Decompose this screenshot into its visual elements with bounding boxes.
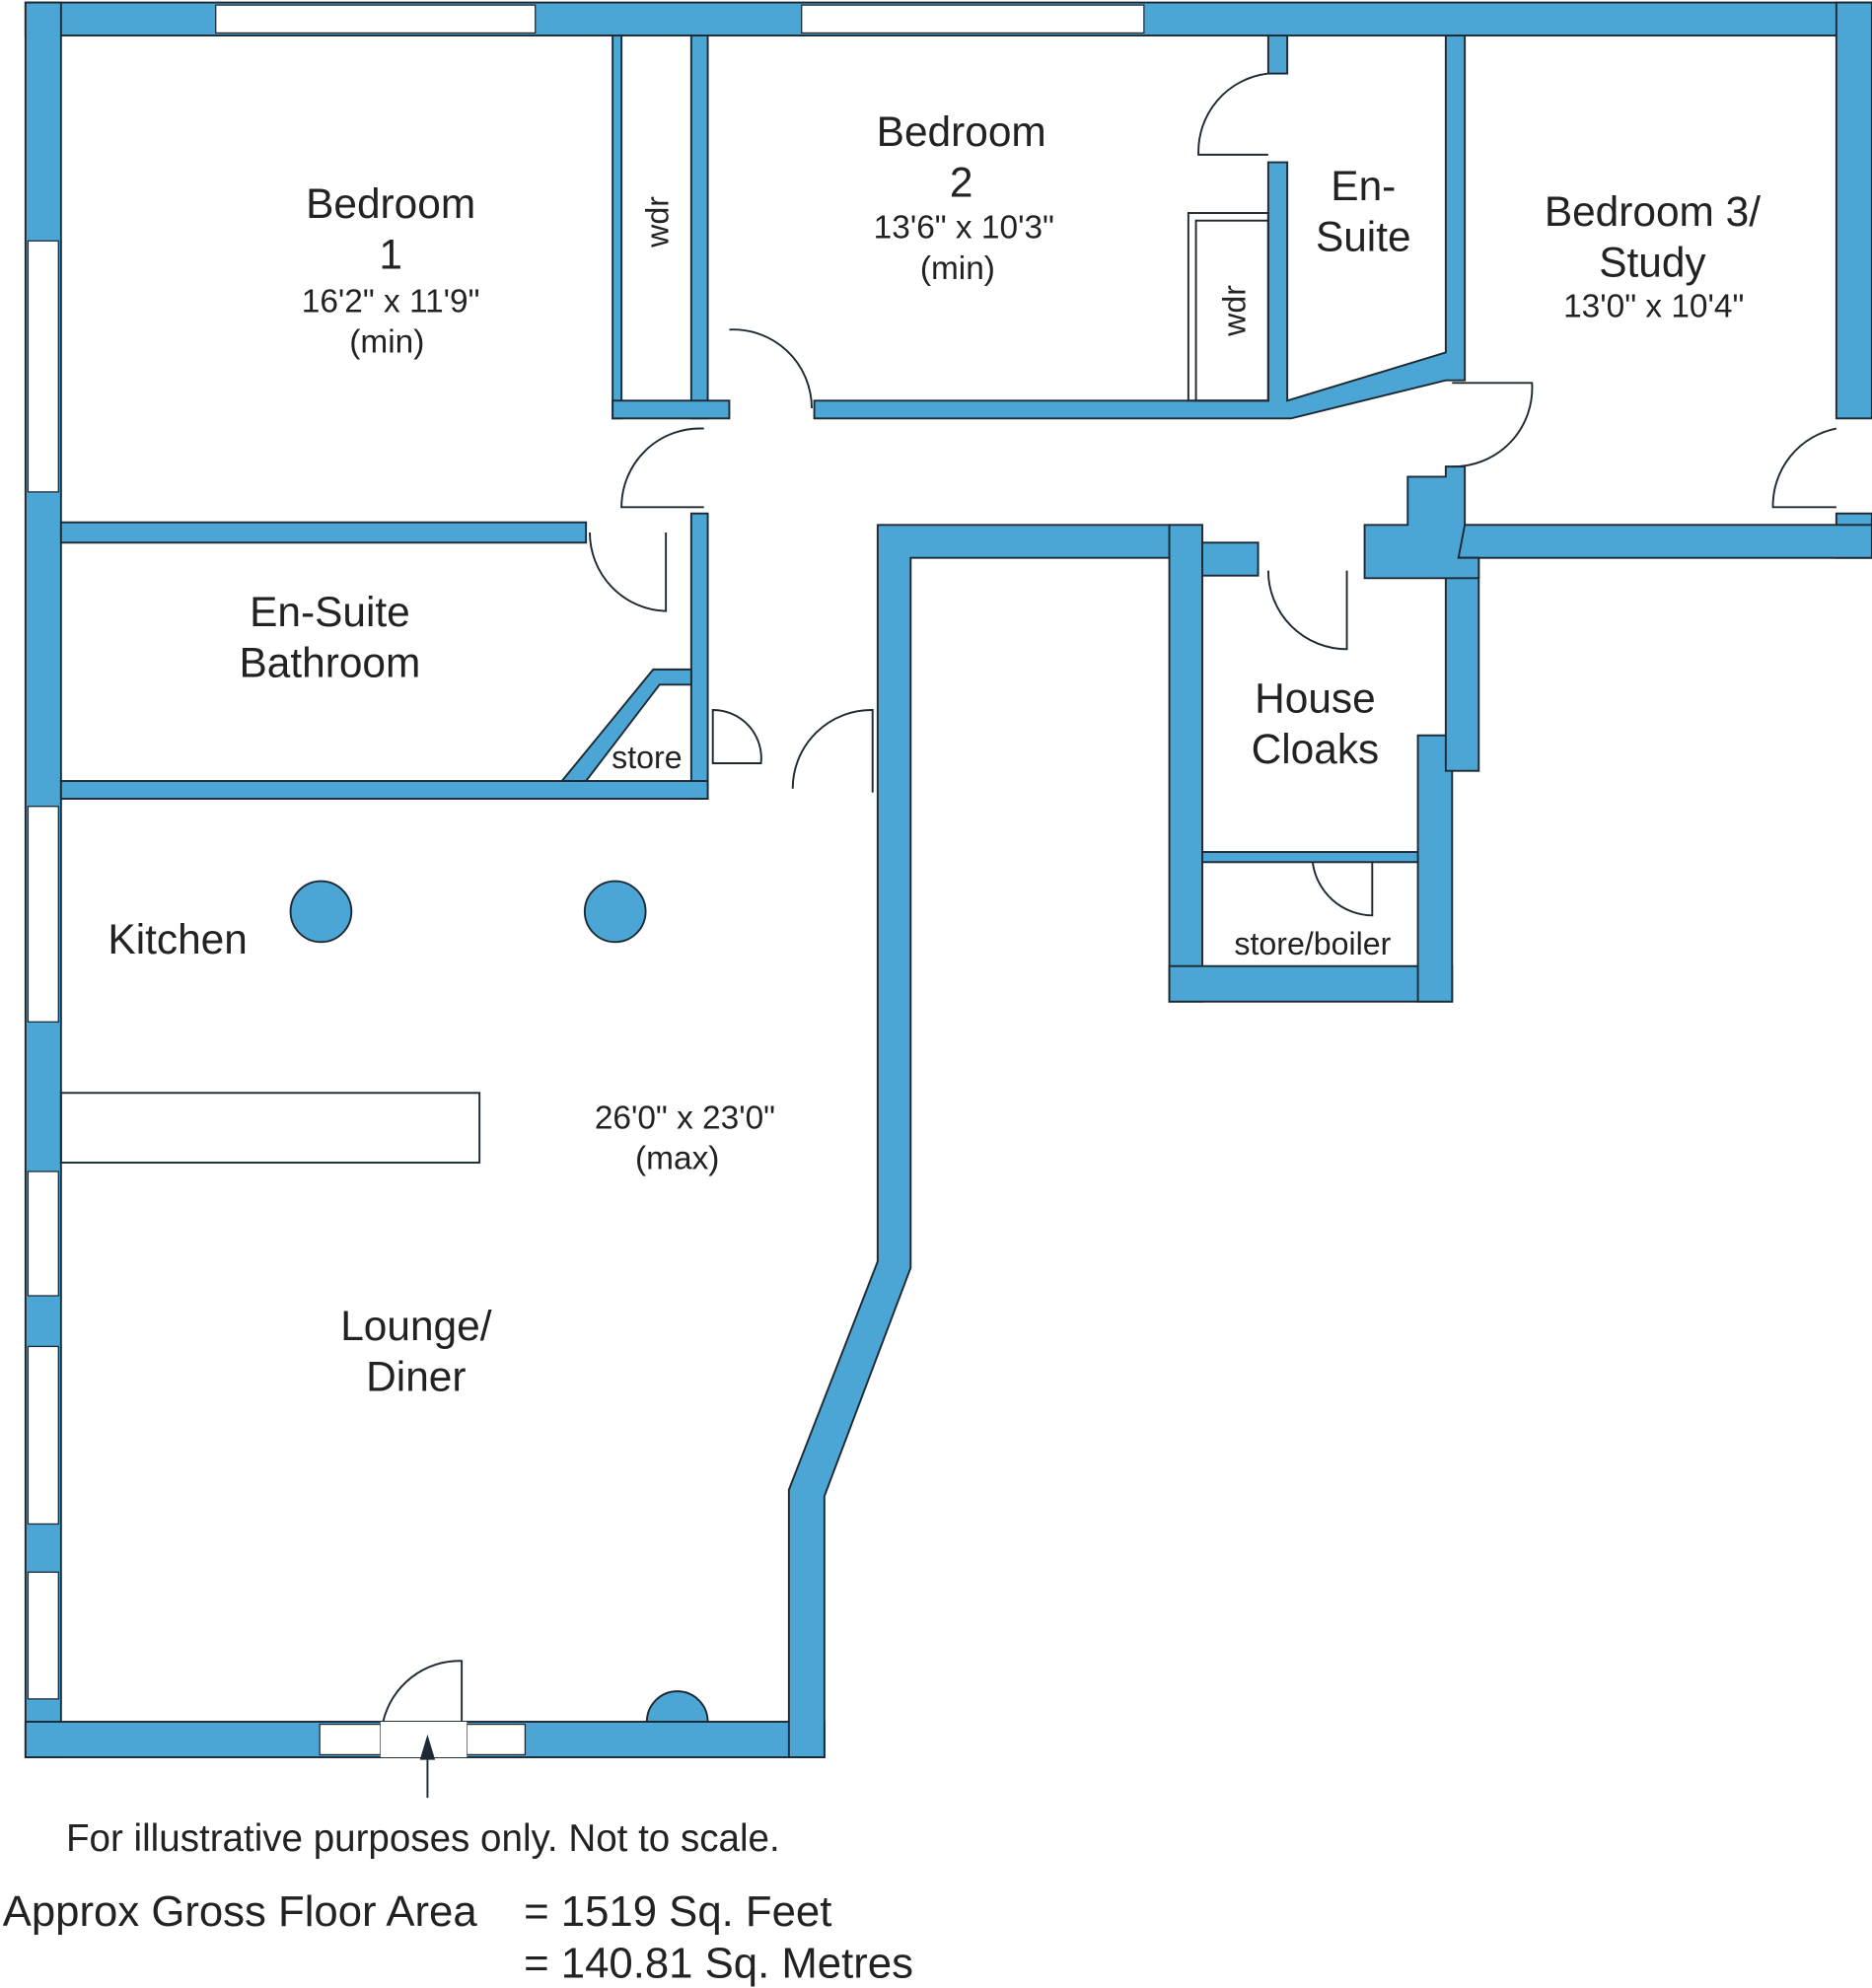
room-name: 2	[950, 159, 973, 205]
room-size: 13'0" x 10'4"	[1563, 288, 1744, 324]
area-sqm: = 140.81 Sq. Metres	[524, 1940, 913, 1988]
room-name: Study	[1599, 239, 1706, 285]
room-name: Bedroom	[306, 180, 475, 227]
area-sqft: = 1519 Sq. Feet	[524, 1887, 831, 1936]
wardrobe-label: wdr	[1217, 285, 1253, 337]
area-label: Approx Gross Floor Area	[3, 1887, 478, 1936]
room-name: En-	[1331, 163, 1396, 209]
disclaimer: For illustrative purposes only. Not to s…	[66, 1817, 780, 1860]
room-name: Suite	[1316, 214, 1411, 260]
store-label: store	[612, 740, 682, 775]
kitchen-counter	[59, 1092, 481, 1164]
wardrobe-label: wdr	[640, 196, 676, 248]
room-bedroom2: Bedroom 2 13'6" x 10'3" (min)	[874, 108, 1054, 287]
room-house-cloaks: House Cloaks	[1252, 675, 1380, 772]
doors	[382, 72, 1837, 1799]
room-name: Diner	[366, 1353, 466, 1399]
entrance-arrow-icon	[419, 1734, 436, 1760]
room-name: Bathroom	[239, 640, 420, 686]
column	[645, 1690, 709, 1723]
walls	[24, 1, 1872, 1758]
room-size: 26'0" x 23'0"	[595, 1100, 775, 1136]
column	[289, 880, 353, 944]
room-name: 1	[379, 232, 402, 278]
store-boiler-label: store/boiler	[1234, 926, 1391, 961]
column	[583, 880, 647, 944]
kitchen-label: Kitchen	[108, 916, 247, 962]
room-size: 16'2" x 11'9"	[302, 283, 480, 320]
room-note: (min)	[920, 250, 995, 287]
room-ensuite-bathroom: En-Suite Bathroom	[239, 589, 420, 685]
room-bedroom1: Bedroom 1 16'2" x 11'9" (min)	[302, 180, 480, 360]
room-size: 13'6" x 10'3"	[874, 210, 1054, 247]
room-name: Bedroom	[877, 108, 1046, 155]
room-bedroom3: Bedroom 3/ Study 13'0" x 10'4"	[1545, 188, 1761, 325]
footer: For illustrative purposes only. Not to s…	[3, 1817, 913, 1988]
room-note: (min)	[349, 323, 424, 360]
room-name: En-Suite	[250, 589, 410, 635]
room-name: House	[1255, 675, 1376, 722]
room-name: Bedroom 3/	[1545, 188, 1761, 235]
room-ensuite: En- Suite	[1316, 163, 1411, 259]
room-lounge: 26'0" x 23'0" (max) Lounge/ Diner	[340, 1100, 775, 1399]
room-name: Lounge/	[340, 1303, 492, 1349]
room-name: Cloaks	[1252, 726, 1380, 772]
room-note: (max)	[635, 1140, 719, 1176]
fixtures	[59, 880, 709, 1723]
